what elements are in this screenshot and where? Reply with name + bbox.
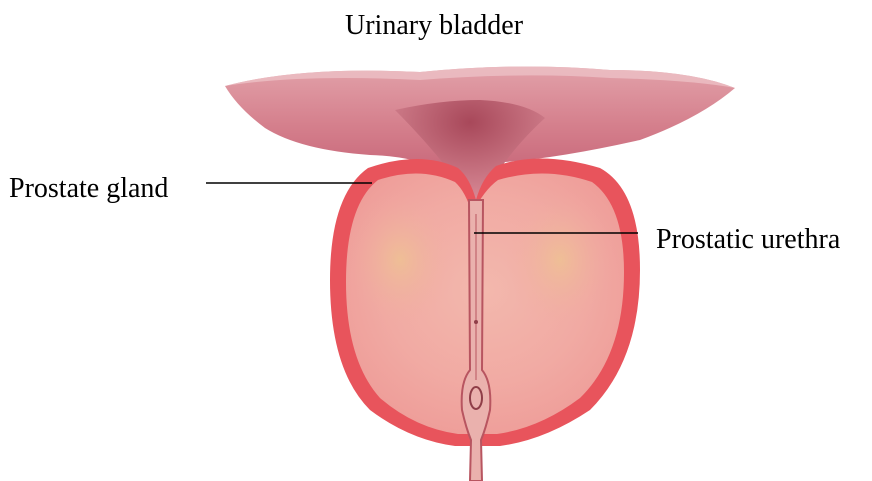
urinary-bladder-label: Urinary bladder bbox=[345, 12, 523, 40]
prostate-gland-label: Prostate gland bbox=[9, 175, 168, 203]
prostatic-urethra-label: Prostatic urethra bbox=[656, 226, 840, 254]
